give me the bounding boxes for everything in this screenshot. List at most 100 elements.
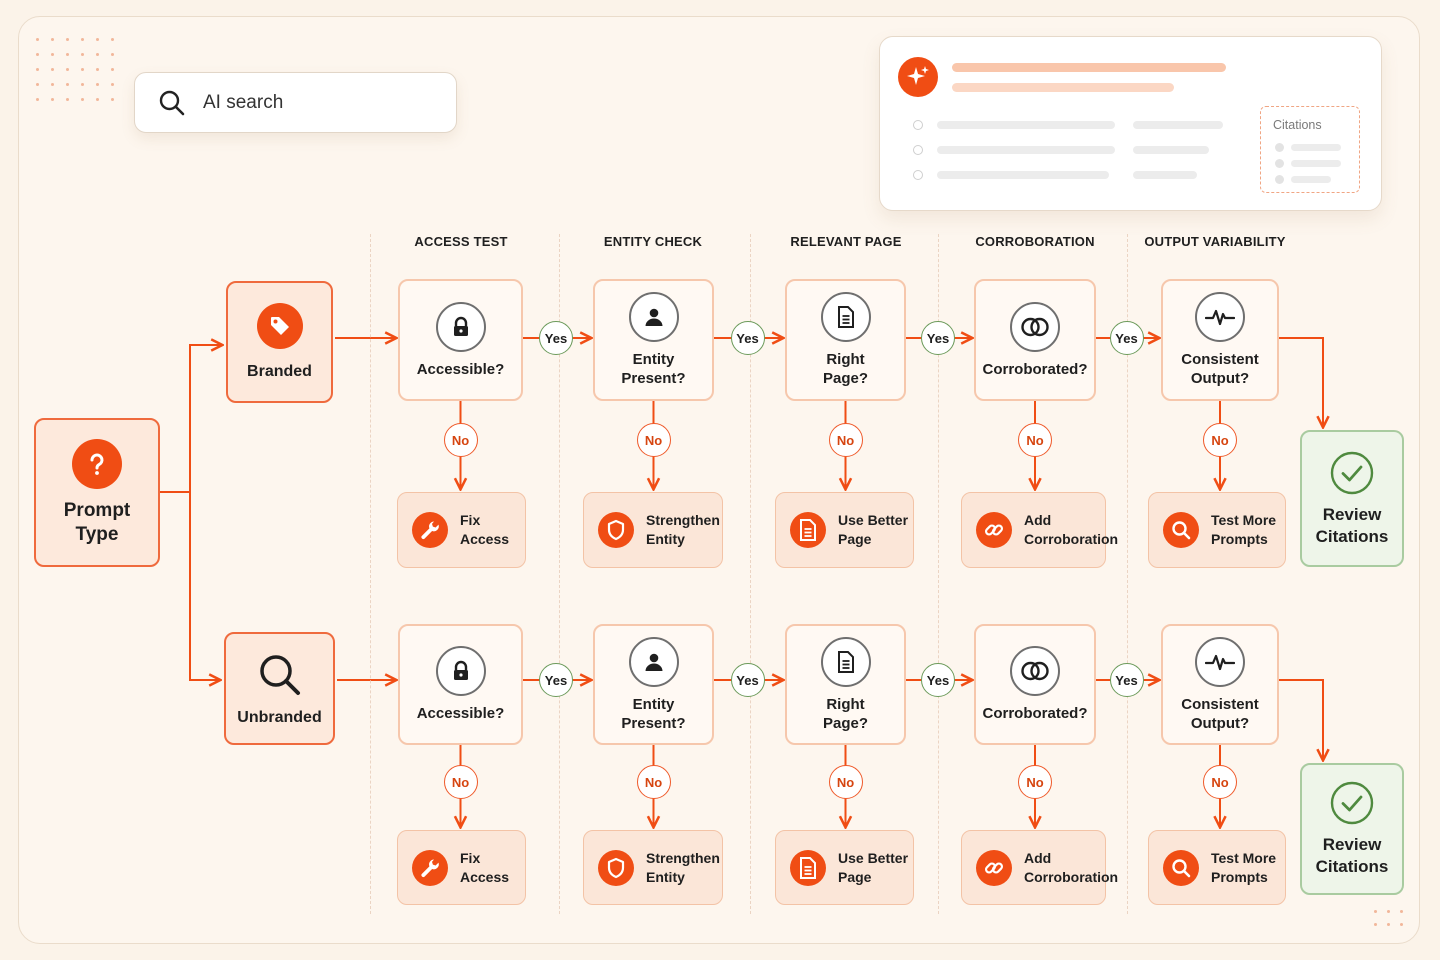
- no-label: No: [443, 765, 478, 799]
- lock-icon: [435, 646, 486, 696]
- check-label-line: Corroborated?: [982, 360, 1088, 378]
- yes-label: Yes: [921, 321, 955, 355]
- column-header: OUTPUT VARIABILITY: [1144, 234, 1286, 249]
- yes-label: Yes: [539, 321, 573, 355]
- yes-label: Yes: [730, 321, 765, 355]
- check-label-line: Consistent: [1181, 351, 1259, 368]
- action-label-line: Add: [1024, 849, 1052, 866]
- final-label-line: Review: [1322, 835, 1382, 854]
- no-label-text: No: [836, 432, 855, 448]
- action-label-line: Use Better: [838, 849, 909, 866]
- yes-label-text: Yes: [736, 330, 759, 346]
- no-label: No: [828, 423, 863, 457]
- branch-arrow-unbranded: [189, 492, 219, 680]
- no-label: No: [1203, 765, 1237, 799]
- branch-arrow-branded: [189, 345, 221, 492]
- action-label-line: Test More: [1211, 512, 1277, 528]
- action-label-line: Entity: [646, 868, 685, 885]
- citations-box: Citations: [1260, 106, 1360, 193]
- check-node[interactable]: Accessible?: [398, 279, 523, 401]
- ai-search-bar[interactable]: AI search: [134, 72, 457, 133]
- check-node[interactable]: Corroborated?: [974, 624, 1096, 745]
- check-node[interactable]: Accessible?: [398, 624, 523, 745]
- action-label-line: Prompts: [1211, 531, 1268, 547]
- search-icon: [1163, 849, 1199, 886]
- document-icon: [790, 849, 826, 886]
- check-label-line: Page?: [822, 370, 868, 387]
- action-label-line: Corroboration: [1024, 868, 1119, 885]
- search-placeholder: AI search: [203, 91, 284, 113]
- action-label-line: Fix: [460, 512, 481, 528]
- prompt-type-label: Type: [75, 523, 119, 545]
- check-label-line: Right: [826, 351, 865, 368]
- check-label-line: Accessible?: [416, 705, 505, 722]
- check-label-line: Right: [826, 695, 865, 713]
- overlapping-circles-icon: [1010, 301, 1060, 352]
- final-label-line: Review: [1322, 504, 1382, 524]
- no-label-text: No: [451, 432, 470, 448]
- action-label-line: Corroboration: [1024, 531, 1119, 547]
- column-separator: [370, 234, 371, 914]
- search-icon: [159, 90, 185, 115]
- yes-label-text: Yes: [544, 672, 568, 688]
- action-label-line: Access: [460, 531, 510, 547]
- yes-label: Yes: [539, 663, 573, 697]
- column-header: ENTITY CHECK: [603, 234, 703, 249]
- action-label-line: Test More: [1211, 849, 1277, 866]
- no-label: No: [443, 423, 478, 457]
- shield-icon: [598, 512, 634, 548]
- tag-icon: [256, 303, 303, 349]
- no-label-text: No: [836, 774, 855, 790]
- column-separator: [559, 234, 560, 914]
- branch-label: Branded: [247, 363, 312, 380]
- check-label-line: Output?: [1190, 370, 1250, 387]
- no-label-text: No: [644, 774, 663, 790]
- person-icon: [628, 292, 679, 342]
- check-node[interactable]: Corroborated?: [974, 279, 1096, 401]
- branch-node-branded[interactable]: Branded: [226, 281, 333, 403]
- check-label-line: Entity: [632, 351, 675, 368]
- overlapping-circles-icon: [1010, 646, 1060, 696]
- answer-line-placeholder: [952, 83, 1174, 92]
- answer-line-placeholder: [952, 63, 1226, 72]
- document-icon: [790, 512, 826, 548]
- person-icon: [628, 636, 679, 687]
- column-separator: [938, 234, 939, 914]
- yes-label-text: Yes: [736, 672, 759, 688]
- no-label: No: [636, 765, 671, 799]
- sparkle-icon: [898, 57, 938, 97]
- branch-node-unbranded[interactable]: Unbranded: [224, 632, 335, 745]
- check-label: Corroborated?: [983, 360, 1088, 379]
- action-label-line: Fix: [460, 849, 481, 866]
- pulse-icon: [1195, 636, 1245, 687]
- no-label-text: No: [644, 432, 663, 448]
- check-label-line: Consistent: [1181, 695, 1259, 713]
- check-label: Accessible?: [417, 360, 505, 379]
- lock-icon: [435, 301, 486, 352]
- action-label-line: Page: [838, 868, 872, 885]
